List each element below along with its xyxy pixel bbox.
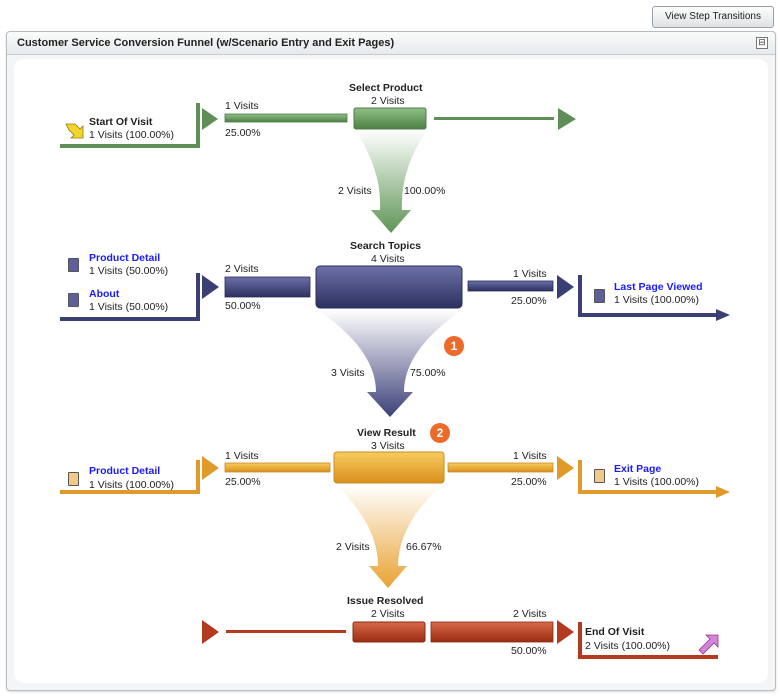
- page-icon: [68, 293, 79, 307]
- down-visits-view-result: 2 Visits: [336, 541, 370, 553]
- bar-in-green: [224, 113, 348, 123]
- select-product-row: [60, 103, 576, 233]
- step-visits-select-product: 2 Visits: [371, 95, 405, 107]
- exit-visits-last-page-viewed: 1 Visits (100.00%): [614, 294, 700, 306]
- step-badge-1: 1: [444, 336, 464, 356]
- entry-name-start-of-visit: Start Of Visit: [89, 116, 153, 128]
- view-result-row: [60, 451, 730, 588]
- entry-visits-about: 1 Visits (50.00%): [89, 301, 169, 313]
- step-visits-search-topics: 4 Visits: [371, 253, 405, 265]
- funnel-orange: [336, 485, 442, 588]
- entry-visits-start-of-visit: 1 Visits (100.00%): [89, 129, 175, 141]
- step-visits-issue-resolved: 2 Visits: [371, 608, 405, 620]
- arrow-out-red: [557, 620, 574, 644]
- bar-out-orange: [447, 462, 554, 473]
- step-title-issue-resolved: Issue Resolved: [347, 595, 424, 607]
- in-pct-select-product: 25.00%: [225, 127, 261, 139]
- bar-out-red: [430, 621, 554, 643]
- step-title-search-topics: Search Topics: [350, 240, 421, 252]
- entry-link-product-detail-2[interactable]: Product Detail: [89, 465, 161, 477]
- entry-link-about[interactable]: About: [89, 288, 120, 300]
- page-icon: [68, 258, 79, 272]
- entry-link-product-detail[interactable]: Product Detail: [89, 252, 161, 264]
- step-bar-view-result[interactable]: [333, 451, 445, 484]
- arrow-out-navy: [557, 275, 574, 299]
- collapse-icon[interactable]: ⊟: [756, 37, 768, 49]
- exit-name-end-of-visit: End Of Visit: [585, 626, 645, 638]
- out-visits-search-topics: 1 Visits: [513, 268, 547, 280]
- exit-bracket-navy: [578, 275, 730, 321]
- in-visits-view-result: 1 Visits: [225, 450, 259, 462]
- entry-bracket-navy: [60, 273, 200, 321]
- page-icon: [68, 472, 79, 486]
- exit-bracket-orange: [578, 460, 730, 498]
- page-icon: [594, 289, 605, 303]
- bar-in-red: [226, 630, 346, 633]
- bar-out-navy: [467, 280, 554, 292]
- down-pct-select-product: 100.00%: [404, 185, 446, 197]
- bar-out-green: [434, 117, 554, 120]
- down-pct-view-result: 66.67%: [406, 541, 442, 553]
- in-pct-view-result: 25.00%: [225, 476, 261, 488]
- in-visits-search-topics: 2 Visits: [225, 263, 259, 275]
- page-icon: [594, 469, 605, 483]
- down-pct-search-topics: 75.00%: [410, 367, 446, 379]
- step-visits-view-result: 3 Visits: [371, 440, 405, 452]
- entry-bracket-orange: [60, 460, 200, 494]
- in-visits-select-product: 1 Visits: [225, 100, 259, 112]
- arrow-out-orange: [557, 456, 574, 480]
- step-title-view-result: View Result: [357, 427, 416, 439]
- down-visits-search-topics: 3 Visits: [331, 367, 365, 379]
- bar-in-navy: [224, 276, 311, 298]
- out-pct-view-result: 25.00%: [511, 476, 547, 488]
- entry-visits-product-detail: 1 Visits (50.00%): [89, 265, 169, 277]
- view-step-transitions-button[interactable]: View Step Transitions: [652, 6, 774, 28]
- in-pct-search-topics: 50.00%: [225, 300, 261, 312]
- arrow-in-navy: [202, 275, 219, 299]
- issue-resolved-row: [202, 620, 718, 659]
- search-topics-row: [60, 265, 730, 417]
- arrow-out-green: [558, 108, 576, 130]
- funnel-green: [355, 130, 427, 233]
- down-visits-select-product: 2 Visits: [338, 185, 372, 197]
- arrow-in-red: [202, 620, 219, 644]
- step-bar-select-product[interactable]: [353, 107, 427, 130]
- out-visits-view-result: 1 Visits: [513, 450, 547, 462]
- arrow-in-green: [202, 108, 218, 130]
- out-visits-issue-resolved: 2 Visits: [513, 608, 547, 620]
- exit-visits-exit-page: 1 Visits (100.00%): [614, 476, 700, 488]
- funnel-navy: [318, 310, 462, 417]
- arrow-down-right-icon: [65, 123, 84, 139]
- step-title-select-product: Select Product: [349, 82, 423, 94]
- exit-visits-end-of-visit: 2 Visits (100.00%): [585, 640, 671, 652]
- bar-in-orange: [224, 462, 331, 473]
- step-bar-search-topics[interactable]: [315, 265, 463, 309]
- exit-link-last-page-viewed[interactable]: Last Page Viewed: [614, 281, 703, 293]
- step-badge-2: 2: [430, 423, 450, 443]
- out-pct-search-topics: 25.00%: [511, 295, 547, 307]
- exit-bracket-red: [578, 622, 718, 659]
- panel-title: Customer Service Conversion Funnel (w/Sc…: [17, 37, 395, 49]
- step-bar-issue-resolved[interactable]: [352, 621, 426, 643]
- panel-header: Customer Service Conversion Funnel (w/Sc…: [7, 32, 775, 55]
- arrow-up-right-icon: [698, 634, 719, 655]
- out-pct-issue-resolved: 50.00%: [511, 645, 547, 657]
- entry-visits-product-detail-2: 1 Visits (100.00%): [89, 479, 175, 491]
- arrow-in-orange: [202, 456, 219, 480]
- exit-link-exit-page[interactable]: Exit Page: [614, 463, 662, 475]
